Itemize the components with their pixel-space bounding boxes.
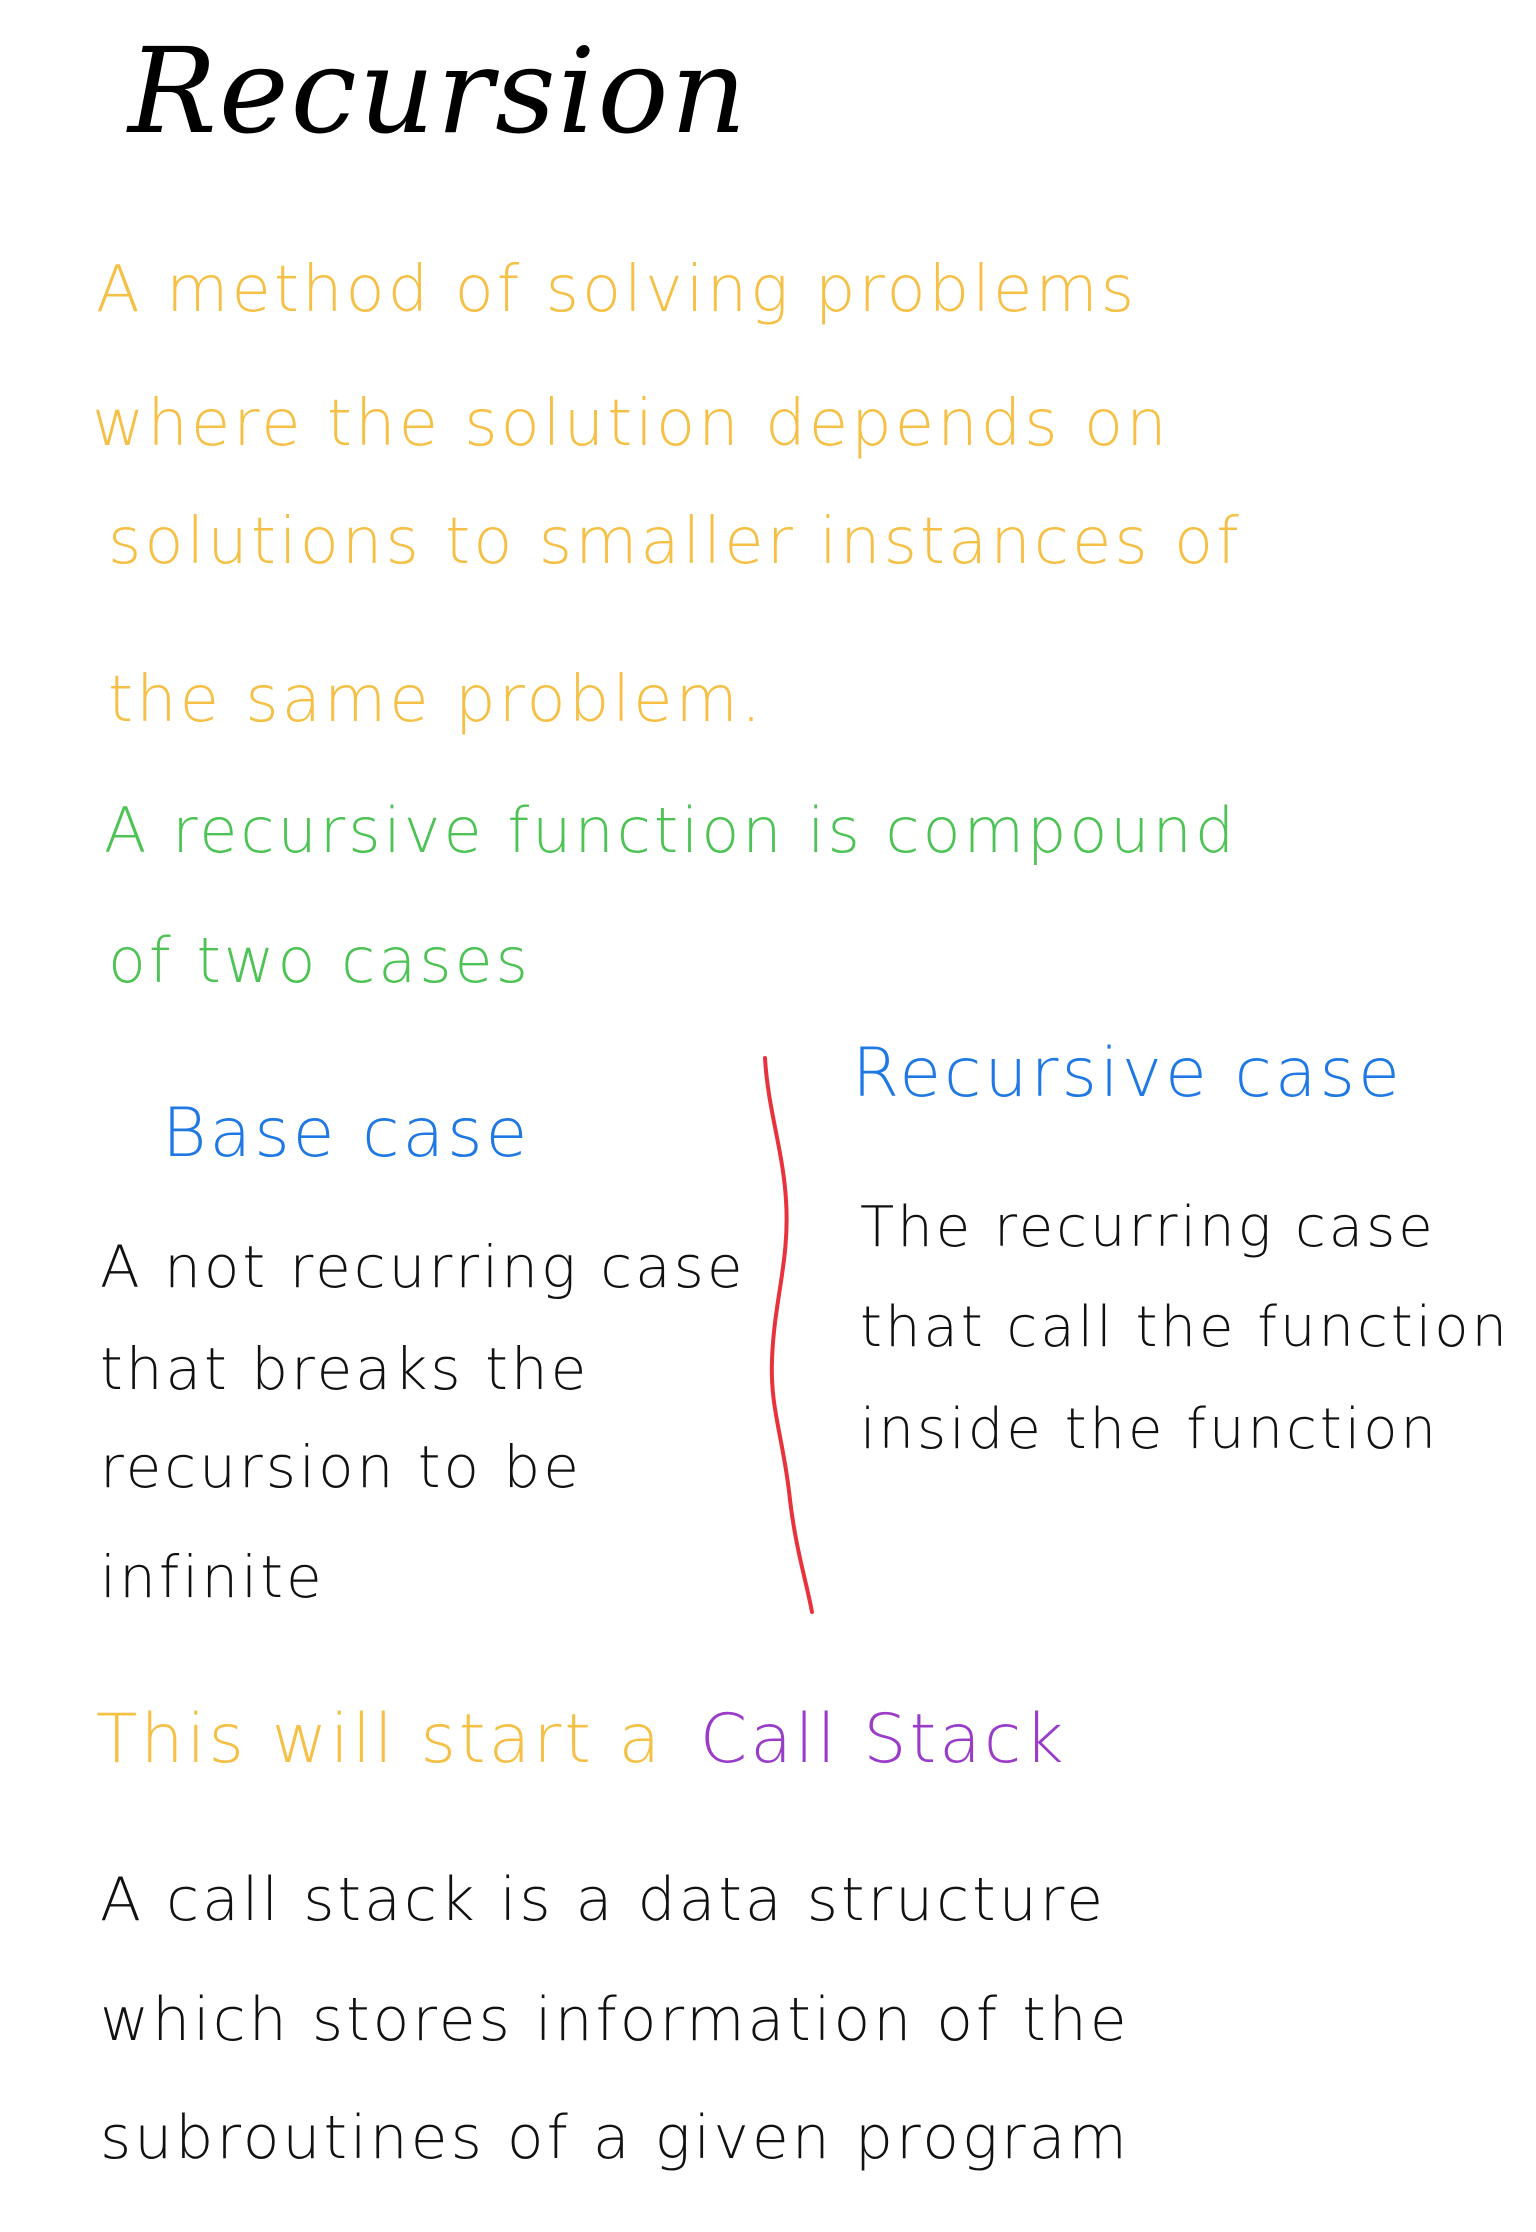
definition-line-1: A method of solving problems [96,253,1138,327]
call-stack-term: Call Stack [699,1700,1067,1779]
recursive-function-line-2: of two cases [108,924,531,997]
call-stack-line-3: subroutines of a given program [100,2103,1130,2173]
divider-stroke [763,1056,814,1614]
definition-line-4: the same problem. [108,663,765,737]
base-case-line-4: infinite [100,1543,325,1611]
recursive-function-line-1: A recursive function is compound [104,794,1238,867]
call-stack-line-1: A call stack is a data structure [100,1865,1106,1935]
recursive-case-line-2: that call the function [860,1295,1511,1360]
call-stack-intro: This will start a [96,1700,664,1779]
base-case-line-2: that breaks the [100,1335,590,1403]
page-title: Recursion [128,22,749,160]
recursive-case-line-3: inside the function [860,1397,1440,1462]
base-case-heading: Base case [162,1094,531,1173]
call-stack-intro-line: This will start a Call Stack [96,1706,1067,1774]
base-case-line-1: A not recurring case [100,1233,746,1301]
recursive-case-line-1: The recurring case [860,1195,1436,1260]
base-case-line-3: recursion to be [100,1433,582,1501]
recursive-case-heading: Recursive case [852,1034,1403,1113]
call-stack-line-2: which stores information of the [100,1985,1130,2055]
definition-line-2: where the solution depends on [92,387,1170,461]
definition-line-3: solutions to smaller instances of [108,505,1242,579]
